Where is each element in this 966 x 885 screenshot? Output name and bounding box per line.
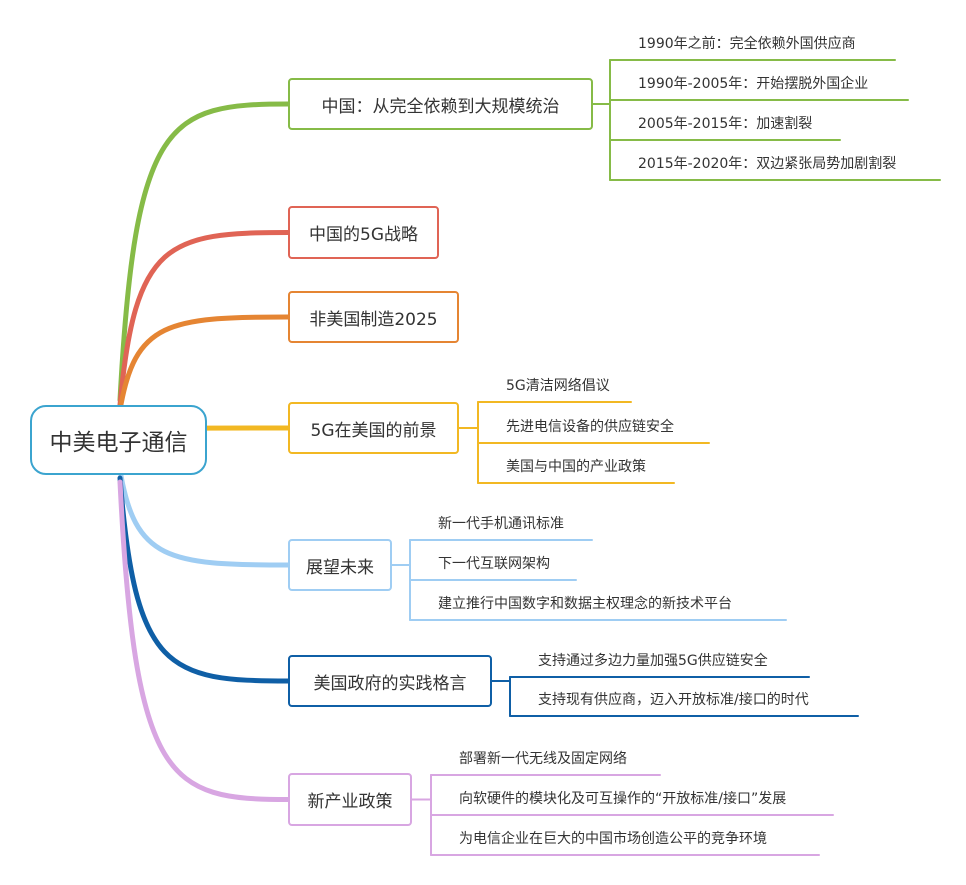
- branch-label: 美国政府的实践格言: [313, 673, 467, 694]
- leaf-item-usgov-0[interactable]: 支持通过多边力量加强5G供应链安全: [538, 653, 768, 669]
- leaf-item-industry-1[interactable]: 向软硬件的模块化及可互操作的“开放标准/接口”发展: [459, 791, 787, 807]
- branch-label: 5G在美国的前景: [310, 420, 437, 441]
- leaf-item-outlook-0[interactable]: 新一代手机通讯标准: [438, 516, 564, 532]
- branch-node-usgov[interactable]: 美国政府的实践格言: [288, 655, 492, 707]
- leaf-item-china-2[interactable]: 2005年-2015年：加速割裂: [638, 116, 813, 132]
- branch-connector-china: [117, 101, 291, 403]
- branch-label: 中国：从完全依赖到大规模统治: [321, 96, 560, 117]
- leaf-item-industry-0[interactable]: 部署新一代无线及固定网络: [459, 751, 627, 767]
- branch-node-us5g[interactable]: 5G在美国的前景: [288, 402, 459, 454]
- leaf-item-us5g-1[interactable]: 先进电信设备的供应链安全: [506, 419, 674, 435]
- branch-label: 展望未来: [306, 557, 374, 578]
- branch-label: 非美国制造2025: [309, 309, 438, 330]
- branch-node-outlook[interactable]: 展望未来: [288, 539, 392, 591]
- leaf-item-us5g-0[interactable]: 5G清洁网络倡议: [506, 378, 610, 394]
- leaf-item-us5g-2[interactable]: 美国与中国的产业政策: [506, 459, 646, 475]
- branch-connector-industry: [117, 479, 291, 802]
- leaf-item-industry-2[interactable]: 为电信企业在巨大的中国市场创造公平的竞争环境: [459, 831, 767, 847]
- root-node[interactable]: 中美电子通信: [30, 405, 207, 475]
- branch-node-strategy5g[interactable]: 中国的5G战略: [288, 206, 439, 259]
- leaf-item-china-3[interactable]: 2015年-2020年：双边紧张局势加剧割裂: [638, 156, 897, 172]
- branch-node-nonus[interactable]: 非美国制造2025: [288, 291, 459, 343]
- leaf-item-usgov-1[interactable]: 支持现有供应商，迈入开放标准/接口的时代: [538, 692, 809, 708]
- leaf-item-outlook-1[interactable]: 下一代互联网架构: [438, 556, 550, 572]
- leaf-item-outlook-2[interactable]: 建立推行中国数字和数据主权理念的新技术平台: [438, 596, 732, 612]
- branch-connector-usgov: [117, 475, 291, 684]
- branch-label: 中国的5G战略: [309, 225, 418, 245]
- root-label: 中美电子通信: [49, 430, 188, 456]
- branch-connector-nonus: [117, 314, 291, 413]
- branch-label: 新产业政策: [307, 792, 393, 812]
- leaf-item-china-1[interactable]: 1990年-2005年：开始摆脱外国企业: [638, 76, 869, 92]
- branch-node-industry[interactable]: 新产业政策: [288, 773, 412, 826]
- branch-node-china[interactable]: 中国：从完全依赖到大规模统治: [288, 78, 593, 130]
- leaf-item-china-0[interactable]: 1990年之前：完全依赖外国供应商: [638, 36, 856, 52]
- branch-connector-strategy5g: [117, 230, 291, 408]
- branch-connector-outlook: [117, 467, 291, 568]
